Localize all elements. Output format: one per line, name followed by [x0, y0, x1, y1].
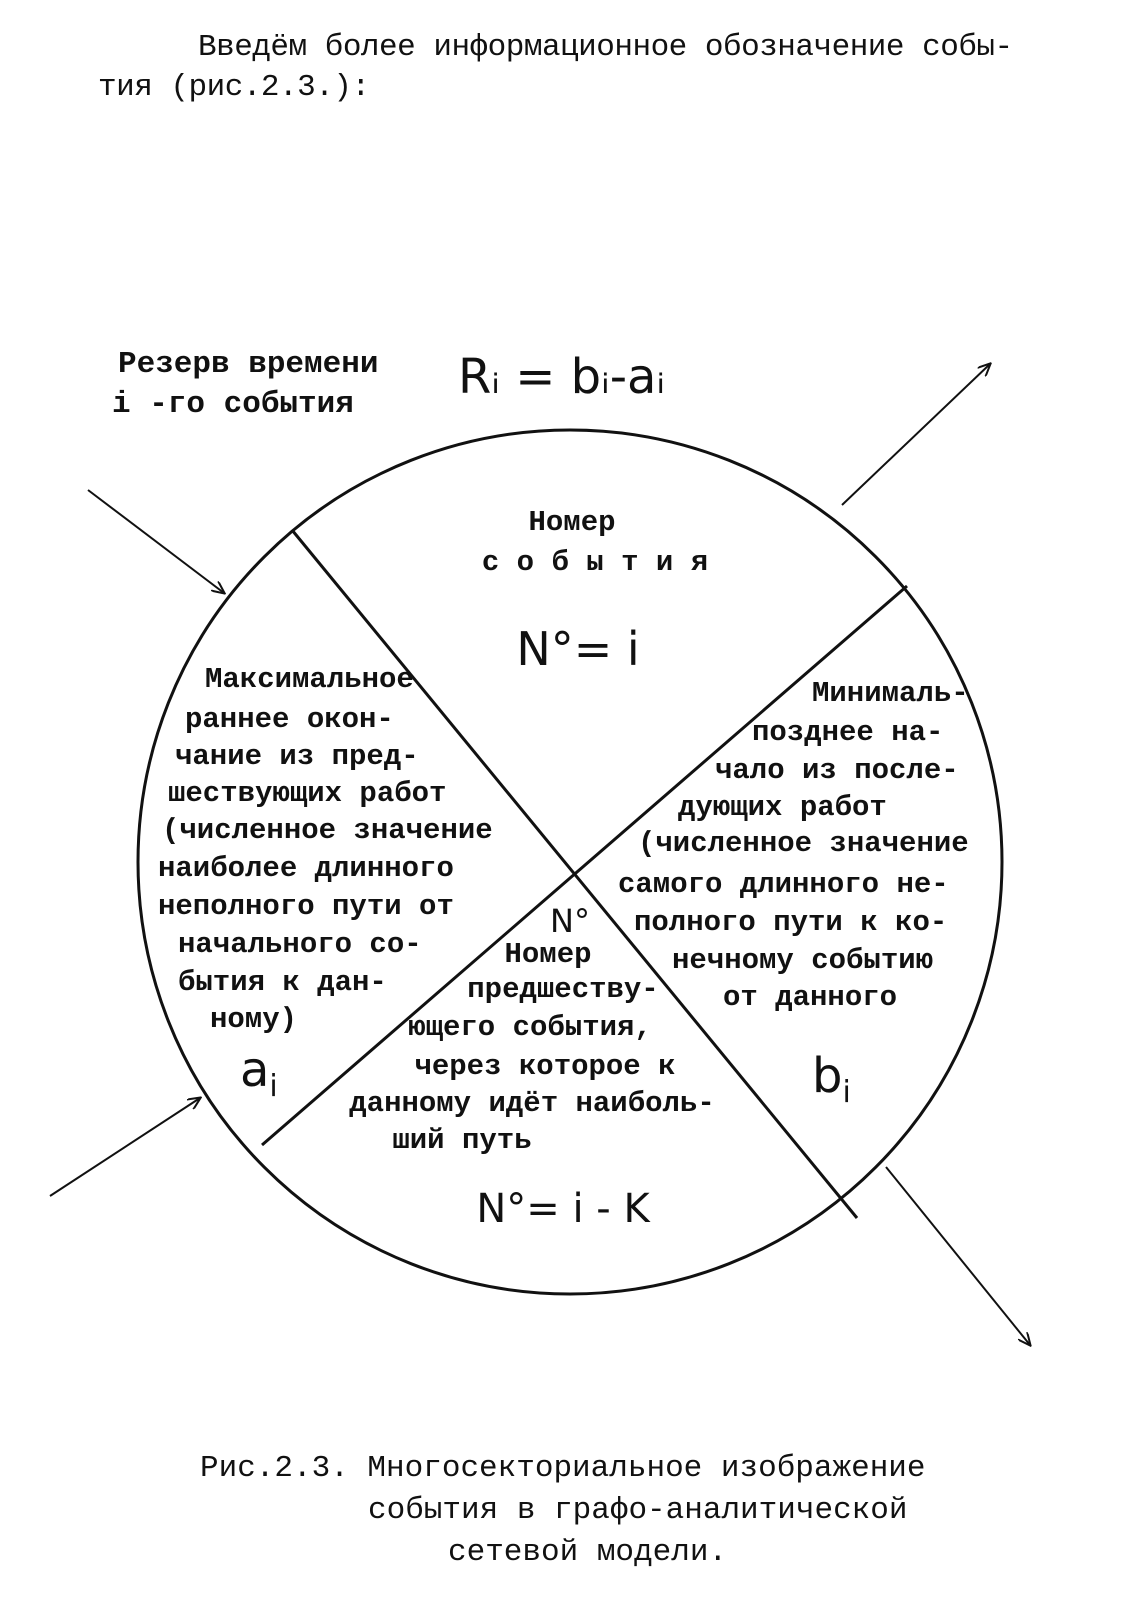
- reserve-label-line-2: i -го события: [112, 387, 354, 422]
- figure-caption: Рис.2.3. Многосекториальное изображение …: [200, 1448, 1000, 1574]
- incoming-arrow-bottom-left: [49, 1098, 200, 1197]
- left-sector-line: бытия к дан-: [178, 966, 387, 999]
- intro-line-1: Введём более информационное обозначение …: [198, 30, 1013, 65]
- top-sector-title: Номер: [528, 506, 615, 539]
- reserve-label-line-1: Резерв времени: [118, 347, 378, 382]
- right-sector-line: чало из после-: [715, 754, 959, 787]
- bottom-sector-line: через которое к: [414, 1050, 675, 1083]
- left-sector-line: неполного пути от: [158, 890, 454, 923]
- bottom-sector-formula: N°= i - K: [476, 1186, 651, 1232]
- caption-line-3: сетевой модели.: [448, 1535, 728, 1570]
- left-sector-line: ному): [210, 1003, 297, 1036]
- intro-line-2: тия (рис.2.3.):: [98, 70, 370, 105]
- right-sector-line: (численное значение: [638, 827, 969, 860]
- bottom-sector-text: Номер предшеству- ющего события, через к…: [349, 938, 714, 1157]
- event-circle: [136, 428, 1004, 1296]
- right-sector-line: нечному событию: [672, 944, 933, 977]
- left-sector-line: шествующих работ: [168, 777, 446, 810]
- left-sector-symbol: ai: [240, 1042, 278, 1104]
- intro-paragraph: Введём более информационное обозначение …: [98, 28, 1098, 108]
- right-sector-line: позднее на-: [752, 716, 943, 749]
- bottom-sector-line: ший путь: [392, 1124, 531, 1157]
- left-sector-line: наиболее длинного: [158, 852, 454, 885]
- divider-line-b: [261, 584, 908, 1147]
- outgoing-arrow-bottom-right: [885, 1166, 1030, 1345]
- reserve-formula: Rᵢ = bᵢ-aᵢ: [458, 349, 665, 405]
- right-sector-line: дующих работ: [678, 791, 887, 824]
- right-sector-line: полного пути к ко-: [634, 906, 947, 939]
- right-sector-symbol: bi: [812, 1048, 851, 1110]
- caption-line-2: события в графо-аналитической: [368, 1493, 908, 1528]
- left-sector-line: начального со-: [178, 928, 422, 961]
- left-sector-text: Максимальное раннее окон- чание из пред-…: [158, 663, 493, 1036]
- bottom-sector-line: Номер: [504, 938, 591, 971]
- left-sector-line: раннее окон-: [185, 703, 394, 736]
- bottom-sector-mark: N°: [550, 902, 590, 940]
- incoming-arrow-top-left: [87, 489, 224, 593]
- left-sector-line: чание из пред-: [175, 740, 419, 773]
- right-sector-line: от данного: [723, 981, 897, 1014]
- bottom-sector-line: данному идёт наиболь-: [349, 1087, 714, 1120]
- outgoing-arrow-top-right: [841, 364, 990, 506]
- right-sector-line: самого длинного не-: [618, 868, 949, 901]
- left-sector-line: Максимальное: [205, 663, 414, 696]
- right-sector-text: Минималь- позднее на- чало из после- дую…: [618, 677, 969, 1014]
- right-sector-line: Минималь-: [812, 677, 969, 710]
- bottom-sector-line: предшеству-: [467, 973, 658, 1006]
- caption-line-1: Рис.2.3. Многосекториальное изображение: [200, 1451, 926, 1486]
- left-sector-line: (численное значение: [162, 814, 493, 847]
- top-sector-formula: N°= i: [516, 622, 639, 676]
- bottom-sector-line: ющего события,: [408, 1011, 652, 1044]
- top-sector-subtitle: с о б ы т и я: [482, 546, 708, 579]
